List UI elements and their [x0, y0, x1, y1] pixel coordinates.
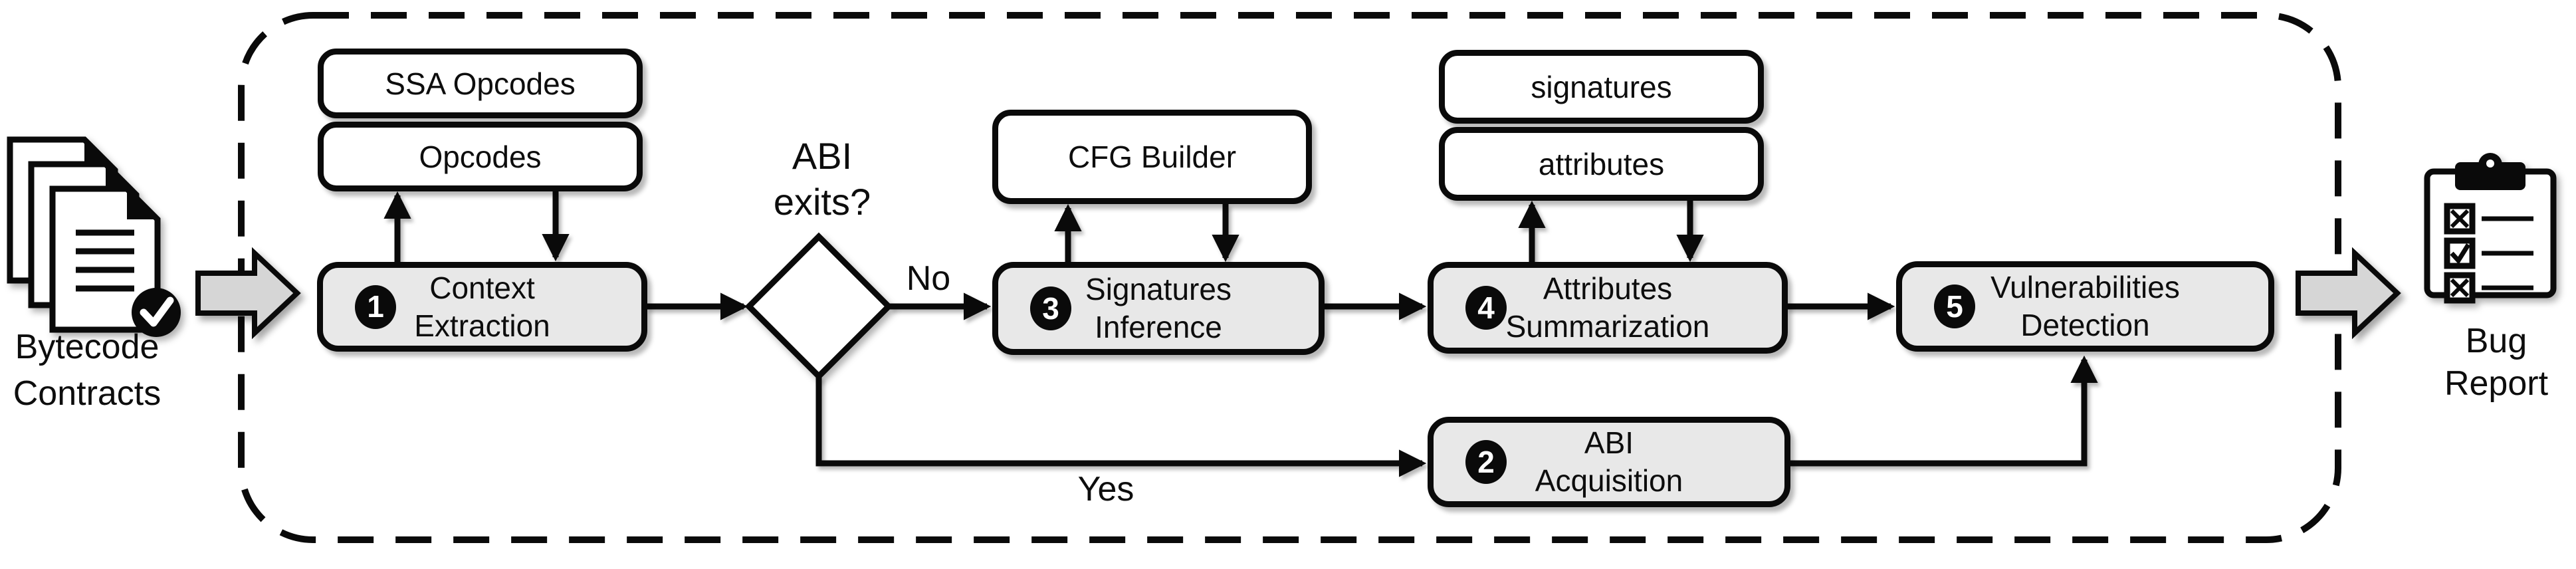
store-ssa-opcodes-label: SSA Opcodes [385, 66, 576, 101]
step5-number-badge: 5 [1934, 284, 1975, 328]
checklist-row-x2-icon [2444, 272, 2533, 304]
step5-label: Vulnerabilities Detection [1990, 270, 2180, 342]
checklist-row-check-icon [2444, 237, 2533, 269]
step1-number-badge: 1 [355, 284, 396, 329]
node-step4-attributes-summarization: 4 Attributes Summarization [1428, 262, 1788, 354]
node-step3-signatures-inference: 3 Signatures Inference [992, 262, 1325, 355]
store-opcodes: Opcodes [318, 122, 643, 191]
node-step1-context-extraction: 1 Context Extraction [317, 262, 647, 352]
decision-yes-label: Yes [1077, 470, 1134, 509]
store-attributes: attributes [1439, 127, 1764, 201]
checklist-row-x1-icon [2444, 203, 2533, 235]
document-text-lines-icon [76, 229, 134, 292]
store-attributes-label: attributes [1538, 146, 1665, 181]
step3-label: Signatures Inference [1085, 272, 1232, 344]
edge-abi-acquisition-to-vulnerabilities-detection [1788, 355, 2098, 467]
edge-decision-yes-to-abi-acquisition [815, 376, 1427, 477]
step1-label: Context Extraction [414, 270, 550, 343]
document-page-front-icon [49, 185, 161, 333]
documents-stack-icon [7, 136, 181, 337]
step2-label: ABI Acquisition [1535, 425, 1683, 498]
output-block-arrow-icon [2296, 247, 2401, 340]
input-bytecode-contracts-label: Bytecode Contracts [13, 328, 161, 413]
store-cfg-builder: CFG Builder [992, 110, 1312, 204]
step3-number-badge: 3 [1030, 286, 1071, 330]
check-badge-icon [132, 288, 181, 337]
store-signatures: signatures [1439, 50, 1764, 124]
output-bug-report-label: Bug Report [2444, 322, 2549, 403]
node-step5-vulnerabilities-detection: 5 Vulnerabilities Detection [1896, 261, 2274, 352]
clipboard-checklist-icon [2424, 153, 2557, 304]
store-cfg-builder-label: CFG Builder [1067, 140, 1237, 174]
step2-number-badge: 2 [1465, 440, 1507, 484]
store-ssa-opcodes: SSA Opcodes [318, 49, 643, 118]
clipboard-clip-icon [2455, 162, 2525, 190]
step4-label: Attributes Summarization [1505, 271, 1710, 344]
decision-no-label: No [906, 259, 951, 298]
input-block-arrow-icon [195, 247, 301, 340]
store-signatures-label: signatures [1531, 69, 1672, 104]
decision-diamond-abi-exists [744, 232, 893, 381]
store-opcodes-label: Opcodes [419, 139, 542, 174]
decision-question-label: ABI exits? [773, 135, 871, 223]
node-step2-abi-acquisition: 2 ABI Acquisition [1428, 417, 1790, 507]
edges [383, 191, 2098, 477]
step4-number-badge: 4 [1465, 286, 1507, 330]
